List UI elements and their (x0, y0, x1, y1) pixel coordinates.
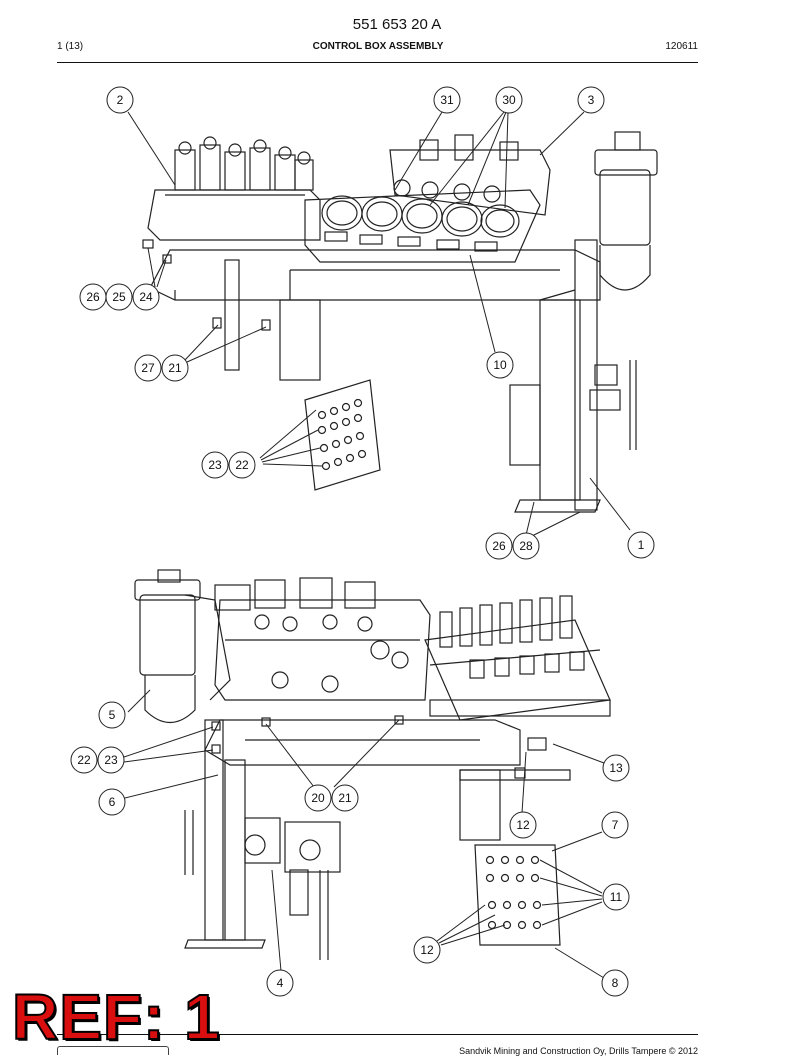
page-title: CONTROL BOX ASSEMBLY (312, 41, 444, 52)
footer-copyright: Sandvik Mining and Construction Oy, Dril… (459, 1046, 698, 1056)
callout-label: 27 (141, 361, 155, 375)
page-indicator: 1 (13) (57, 41, 84, 52)
callout-label: 28 (519, 539, 533, 553)
date-code: 120611 (665, 41, 698, 52)
bottom-assembly (134, 569, 611, 960)
brand-logo (57, 1046, 169, 1055)
callout-bubbles (70, 86, 655, 997)
callout-label: 30 (502, 93, 516, 107)
callout-label: 1 (638, 538, 645, 552)
callout-label: 8 (612, 976, 619, 990)
callout-label: 25 (112, 290, 126, 304)
callout-label: 23 (208, 458, 222, 472)
callout-label: 5 (109, 708, 116, 722)
callout-label: 11 (610, 890, 623, 904)
top-assembly (142, 131, 658, 513)
callout-label: 20 (311, 791, 325, 805)
callout-label: 6 (109, 795, 116, 809)
ref-stamp: REF: 1 (11, 981, 221, 1053)
callout-label: 10 (493, 358, 507, 372)
callout-label: 22 (235, 458, 249, 472)
header-divider (57, 62, 698, 63)
part-number: 551 653 20 A (352, 16, 442, 33)
callout-label: 2 (117, 93, 124, 107)
callout-label: 13 (609, 761, 623, 775)
callout-label: 26 (492, 539, 506, 553)
callout-label: 22 (77, 753, 91, 767)
callout-label: 4 (277, 976, 284, 990)
callout-label: 23 (104, 753, 118, 767)
footer-divider (57, 1034, 698, 1035)
callout-label: 24 (139, 290, 153, 304)
leader-lines (123, 111, 631, 979)
callout-label: 31 (440, 93, 454, 107)
callout-label: 21 (168, 361, 182, 375)
callout-label: 21 (338, 791, 352, 805)
callout-label: 12 (516, 818, 530, 832)
callout-label: 3 (588, 93, 595, 107)
callout-label: 12 (420, 943, 434, 957)
callout-label: 7 (612, 818, 619, 832)
callout-labels: 2 31 30 3 26 25 24 27 21 10 23 22 26 28 … (77, 93, 644, 990)
callout-label: 26 (86, 290, 100, 304)
